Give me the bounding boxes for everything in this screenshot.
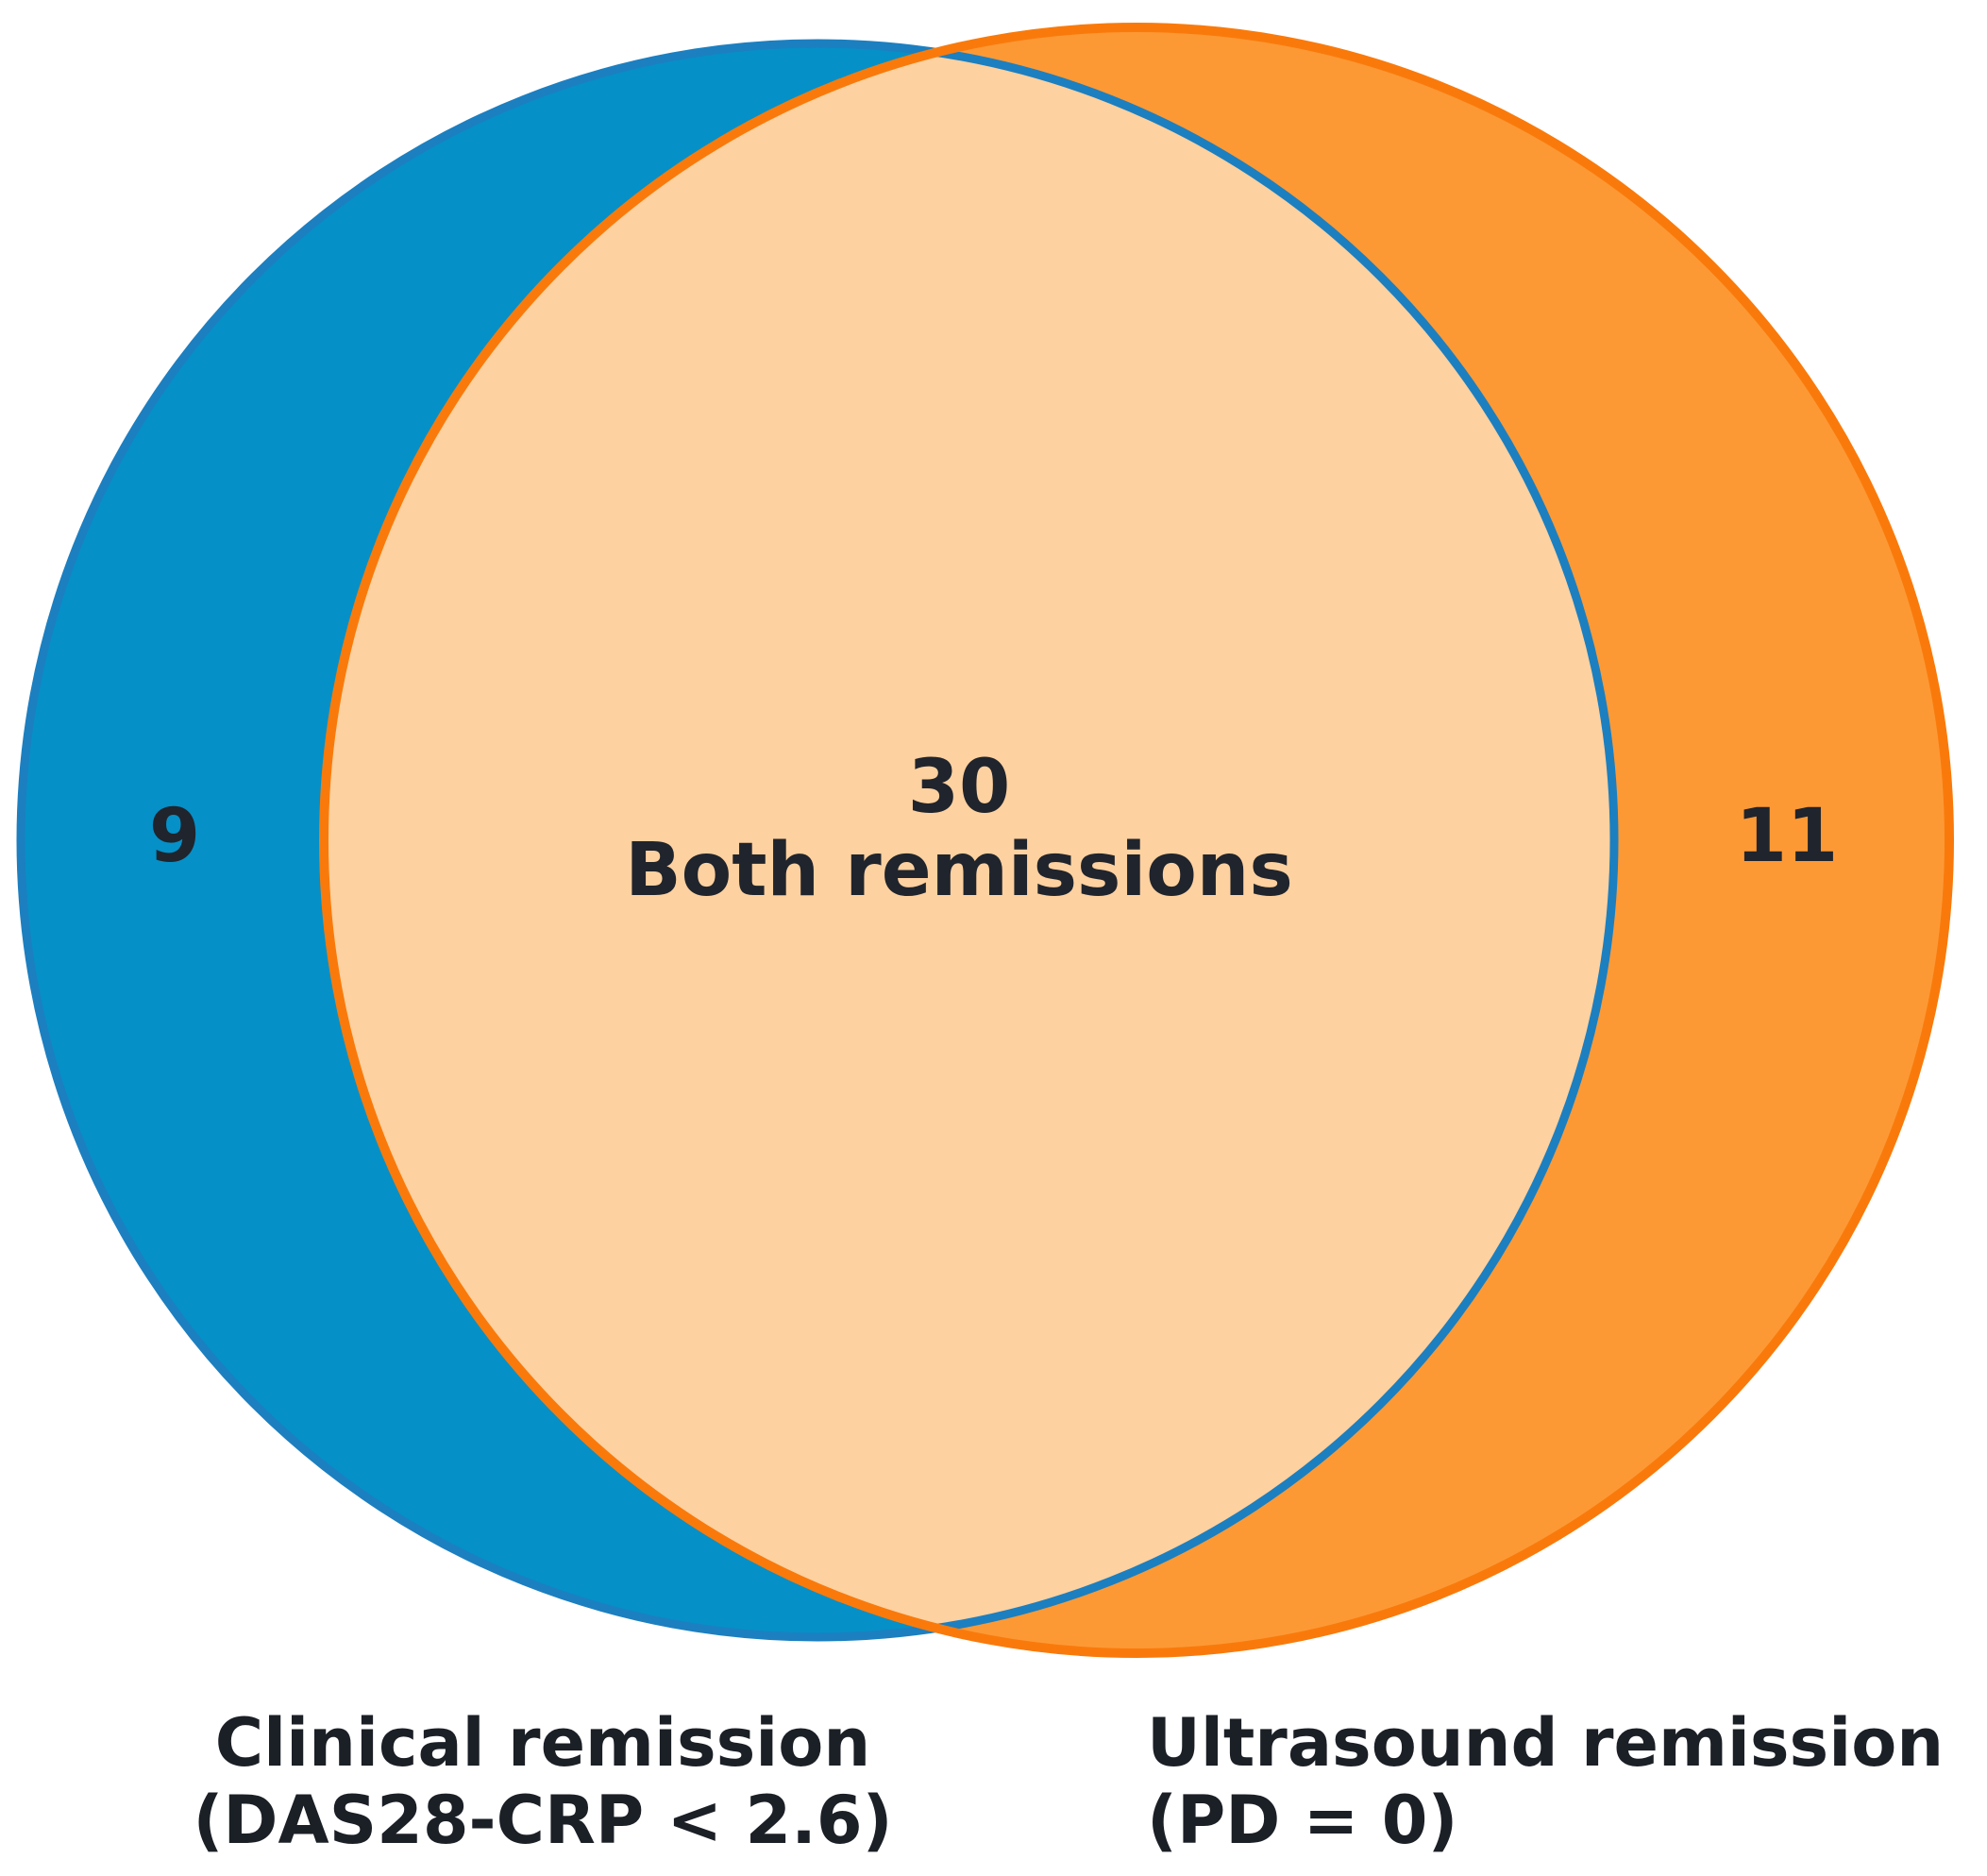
count-clinical-only: 9 [149, 794, 200, 879]
set-circle-clinical-outline [16, 39, 1619, 1642]
set-label-clinical-line1: Clinical remission [215, 1704, 870, 1782]
count-both-remissions: 30 [908, 745, 1011, 830]
set-label-ultrasound-line2: (PD = 0) [1147, 1782, 1458, 1859]
set-circle-ultrasound-outline [319, 23, 1954, 1658]
set-label-ultrasound-line1: Ultrasound remission [1147, 1704, 1944, 1782]
count-ultrasound-only: 11 [1736, 794, 1839, 879]
set-label-clinical-line2: (DAS28-CRP < 2.6) [193, 1782, 892, 1859]
caption-both-remissions: Both remissions [625, 828, 1293, 913]
